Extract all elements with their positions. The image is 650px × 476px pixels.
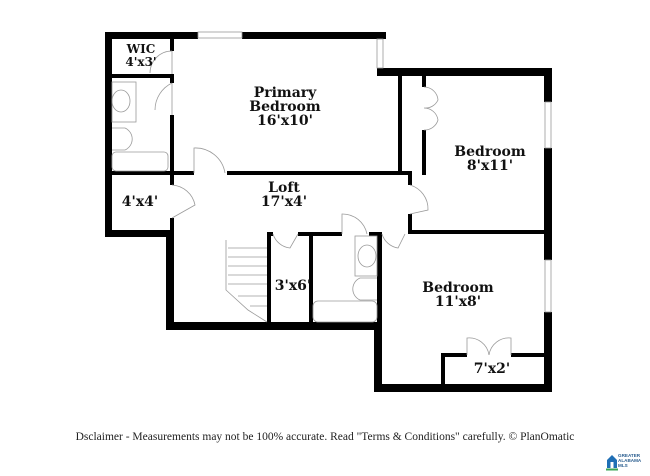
logo-line-1: GREATER	[618, 453, 641, 458]
wall	[170, 39, 174, 51]
wall	[422, 76, 426, 87]
primary-bedroom-name-2: Bedroom	[249, 99, 321, 115]
door-bedroom3	[381, 233, 406, 249]
window	[197, 31, 243, 39]
wall	[408, 230, 548, 234]
wall	[377, 68, 552, 76]
staircase	[225, 240, 268, 323]
door-bath2	[341, 213, 368, 235]
wall	[408, 214, 412, 234]
logo-line-2: ALABAMA	[618, 458, 642, 463]
wall	[112, 74, 174, 78]
wall	[170, 175, 174, 185]
wall	[112, 171, 194, 175]
wall	[544, 148, 552, 260]
wall	[441, 353, 467, 357]
wall	[166, 230, 174, 330]
wall	[105, 32, 198, 39]
window	[376, 38, 384, 69]
wall	[309, 232, 313, 326]
loft-size: 17'x4'	[261, 194, 307, 210]
wall	[105, 230, 174, 237]
wall	[298, 232, 342, 236]
wall	[511, 353, 548, 357]
wic-name: WIC	[126, 42, 156, 56]
wall	[170, 74, 174, 83]
wall	[544, 312, 552, 392]
wall	[105, 32, 112, 237]
wall	[170, 218, 174, 237]
wall	[422, 130, 426, 175]
disclaimer-text: Dsclaimer - Measurements may not be 100%…	[75, 431, 575, 443]
primary-bedroom-name-1: Primary	[254, 85, 317, 101]
loft-name: Loft	[268, 180, 300, 196]
wall	[374, 384, 552, 392]
primary-bedroom-size: 16'x10'	[257, 113, 313, 129]
closet-3x6-size: 3'x6'	[275, 278, 311, 294]
doors	[149, 50, 512, 356]
fixtures	[111, 81, 378, 323]
bedroom-2-size: 8'x11'	[467, 158, 513, 174]
closet-4x4-size: 4'x4'	[122, 194, 158, 210]
door-primary	[193, 147, 226, 174]
wic-size: 4'x3'	[125, 55, 156, 69]
wall	[369, 232, 382, 236]
wall	[544, 68, 552, 102]
logo-line-3: MLS	[618, 463, 628, 468]
wall	[242, 32, 386, 39]
bathtub	[111, 151, 169, 172]
walls	[105, 32, 552, 392]
greater-alabama-mls-logo: GREATER ALABAMA MLS	[606, 453, 650, 471]
door-bath	[154, 82, 173, 115]
closet-7x2-size: 7'x2'	[474, 361, 510, 377]
wall	[441, 353, 445, 388]
window	[544, 101, 552, 149]
bedroom-3-name: Bedroom	[422, 280, 494, 296]
wall	[398, 76, 402, 171]
sink	[111, 89, 131, 113]
vanity	[111, 81, 137, 123]
door-closet-3x6	[272, 233, 299, 249]
room-labels: WIC 4'x3' Primary Bedroom 16'x10' Bedroo…	[122, 42, 526, 377]
door-closet-7x2	[466, 337, 512, 356]
window	[544, 259, 552, 313]
wall	[170, 115, 174, 180]
wall	[374, 322, 382, 392]
bathtub	[312, 300, 378, 323]
wall	[377, 232, 382, 327]
sink	[357, 244, 377, 268]
wall	[166, 322, 382, 330]
wall	[408, 171, 412, 185]
bedroom-2-name: Bedroom	[454, 144, 526, 160]
wall	[267, 232, 271, 326]
house-icon	[606, 455, 618, 471]
bedroom-3-size: 11'x8'	[435, 294, 481, 310]
door-closet-4x4	[171, 184, 196, 219]
toilet	[352, 277, 377, 301]
door-bedroom2	[409, 184, 429, 215]
door-wic	[149, 50, 173, 74]
windows	[197, 31, 552, 313]
toilet	[112, 127, 133, 151]
door-closet-bed2	[423, 86, 439, 131]
wall	[227, 171, 410, 175]
vanity	[354, 235, 378, 277]
